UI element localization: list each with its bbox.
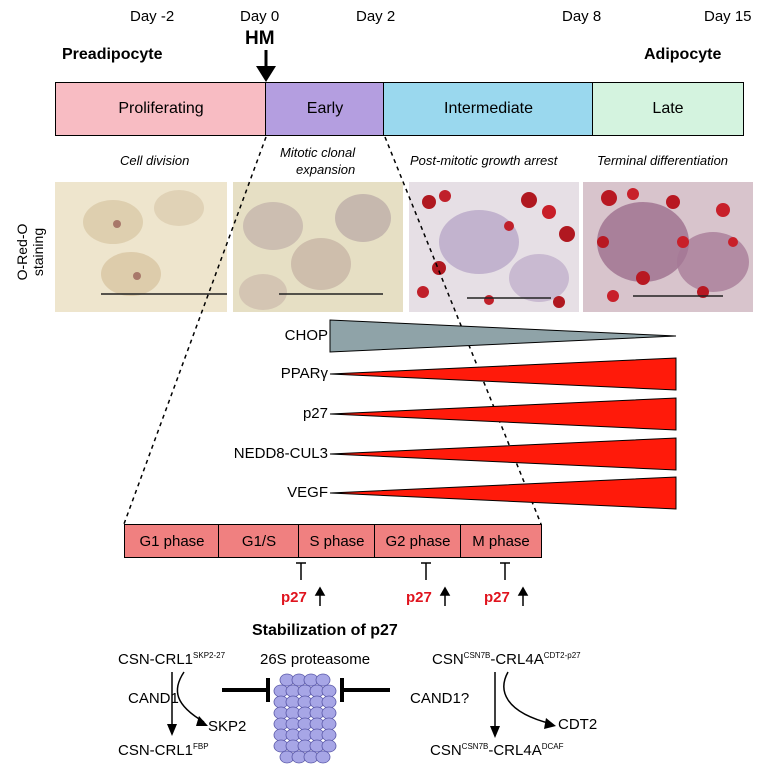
- day-15: Day 15: [704, 8, 752, 25]
- left-cand1: CAND1: [128, 690, 179, 707]
- right-complex-bottom: CSNCSN7B-CRL4ADCAF: [430, 742, 564, 759]
- micrograph-mitotic-expansion: [233, 182, 403, 312]
- phase-proliferating: Proliferating: [55, 82, 267, 136]
- right-complex-top: CSNCSN7B-CRL4ACDT2-p27: [432, 651, 581, 668]
- marker-label-vegf: VEGF: [287, 484, 328, 501]
- proteasome-icon: [273, 673, 337, 764]
- hm-label: HM: [245, 28, 275, 49]
- phase-intermediate: Intermediate: [383, 82, 594, 136]
- right-product-cdt2: CDT2: [558, 716, 598, 733]
- day-minus-2: Day -2: [130, 8, 175, 25]
- marker-label-p27: p27: [302, 405, 328, 422]
- cell-cycle-g1: G1 phase: [124, 524, 220, 558]
- right-cand1: CAND1?: [410, 690, 470, 707]
- caption-mitotic-line1: Mitotic clonal: [280, 145, 356, 160]
- caption-cell-division: Cell division: [120, 153, 190, 168]
- left-product-skp2: SKP2: [208, 718, 247, 735]
- phase-late: Late: [592, 82, 744, 136]
- cell-cycle-s: S phase: [298, 524, 376, 558]
- left-complex-top: CSN-CRL1SKP2-27: [118, 651, 226, 668]
- proteasome-label: 26S proteasome: [260, 651, 371, 668]
- day-0: Day 0: [240, 8, 280, 25]
- caption-post-mitotic: Post-mitotic growth arrest: [410, 153, 558, 168]
- cell-cycle-g2: G2 phase: [374, 524, 462, 558]
- left-complex-bottom: CSN-CRL1FBP: [118, 742, 209, 759]
- cell-cycle-m: M phase: [460, 524, 542, 558]
- micrograph-cell-division: [55, 182, 227, 312]
- day-2: Day 2: [356, 8, 396, 25]
- marker-label-ppar: PPARγ: [280, 365, 328, 382]
- marker-label-nedd8-cul3: NEDD8-CUL3: [233, 445, 328, 462]
- caption-terminal: Terminal differentiation: [597, 153, 729, 168]
- phase-early: Early: [265, 82, 385, 136]
- micrograph-growth-arrest: [409, 182, 579, 312]
- marker-triangle-2: [329, 397, 677, 431]
- day-8: Day 8: [562, 8, 602, 25]
- marker-triangle-1: [329, 357, 677, 391]
- p27-up-m: p27: [484, 589, 510, 606]
- marker-triangle-3: [329, 437, 677, 471]
- stabilization-title: Stabilization of p27: [252, 622, 398, 639]
- p27-up-s: p27: [281, 589, 307, 606]
- preadipocyte-label: Preadipocyte: [62, 46, 163, 63]
- caption-mitotic-line2: expansion: [296, 162, 356, 177]
- adipocyte-label: Adipocyte: [644, 46, 722, 63]
- p27-up-g2: p27: [406, 589, 432, 606]
- marker-triangle-4: [329, 476, 677, 510]
- micrograph-terminal-differentiation: [583, 182, 753, 312]
- marker-triangle-0: [329, 319, 677, 353]
- hm-arrow: [256, 50, 276, 82]
- marker-label-chop: CHOP: [284, 327, 328, 344]
